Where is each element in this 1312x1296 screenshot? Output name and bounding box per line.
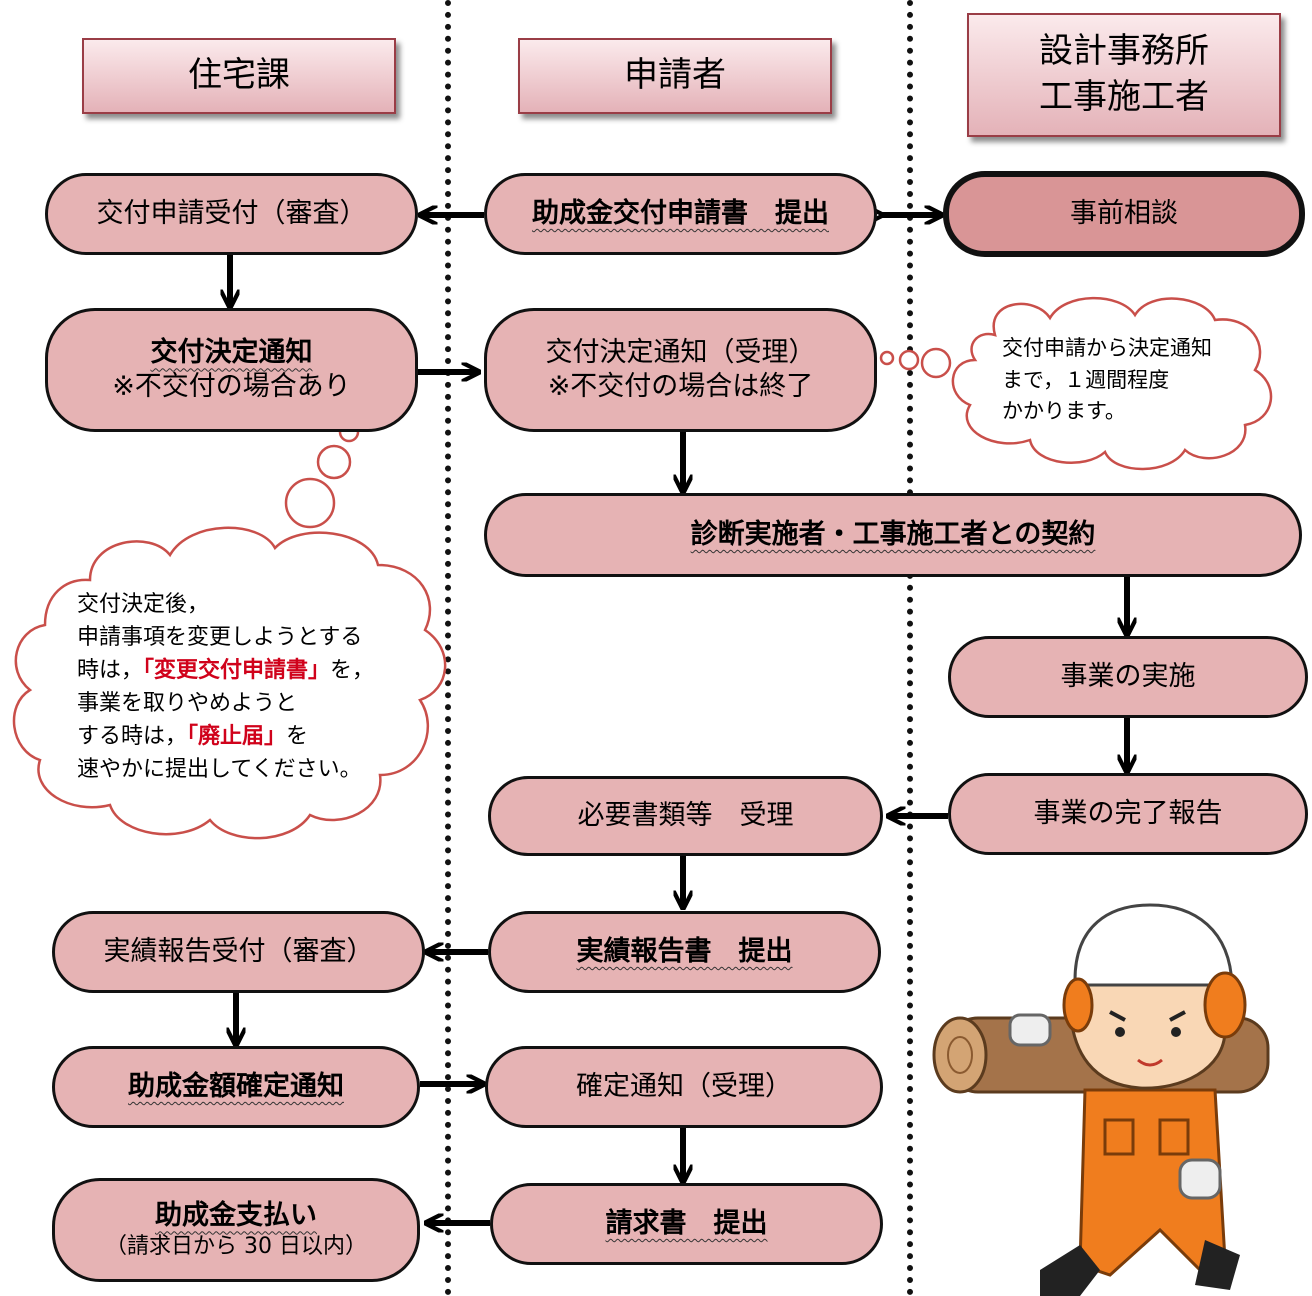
node-invoice-submit: 請求書 提出: [490, 1183, 883, 1265]
duration-note-line2: まで，１週間程度: [1002, 367, 1170, 392]
changes-note-line3: 時は，「変更交付申請書」を，: [77, 654, 374, 687]
node-results-report-submit: 実績報告書 提出: [488, 911, 881, 993]
changes-note-line5-pre: する時は，: [77, 724, 188, 749]
node-results-report-submit-label: 実績報告書 提出: [576, 936, 793, 968]
node-amount-decision-label: 助成金額確定通知: [128, 1071, 344, 1103]
node-prior-consultation: 事前相談: [943, 171, 1305, 257]
node-docs-receipt: 必要書類等 受理: [488, 776, 883, 856]
node-grant-application-receipt-label: 交付申請受付（審査）: [96, 198, 367, 230]
abolition-notice-emphasis: 「廃止届」: [187, 724, 287, 749]
changes-note-line2: 申請事項を変更しようとする: [77, 625, 363, 650]
node-grant-decision-label: 交付決定通知: [150, 337, 313, 369]
duration-note-text: 交付申請から決定通知 まで，１週間程度 かかります。: [1002, 333, 1212, 428]
changes-note-line3-post: を，: [330, 658, 375, 683]
header-housing-label: 住宅課: [188, 55, 290, 96]
node-completion-report-label: 事業の完了報告: [1033, 798, 1223, 830]
node-grant-decision-note: ※不交付の場合あり: [112, 371, 351, 402]
lane-divider-right: [907, 0, 913, 1296]
change-application-form-emphasis: 「変更交付申請書」: [143, 658, 331, 683]
header-housing-division: 住宅課: [82, 38, 396, 114]
node-grant-application-receipt: 交付申請受付（審査）: [45, 173, 418, 255]
node-grant-application-submit: 助成金交付申請書 提出: [484, 173, 877, 255]
node-results-report-receipt: 実績報告受付（審査）: [52, 911, 425, 993]
node-decision-receipt-note: ※不交付の場合は終了: [547, 371, 814, 402]
node-amount-receipt-label: 確定通知（受理）: [576, 1071, 792, 1103]
node-prior-consultation-label: 事前相談: [1070, 198, 1178, 230]
header-designer-line2: 工事施工者: [1039, 77, 1209, 117]
header-designer-line1: 設計事務所: [1039, 31, 1209, 72]
changes-note-text: 交付決定後， 申請事項を変更しようとする 時は，「変更交付申請書」を， 事業を取…: [77, 588, 374, 786]
changes-note-line3-pre: 時は，: [77, 658, 144, 683]
node-decision-receipt-label: 交付決定通知（受理）: [545, 337, 816, 369]
duration-note-line1: 交付申請から決定通知: [1002, 336, 1212, 360]
node-completion-report: 事業の完了報告: [948, 773, 1308, 855]
lane-divider-left: [445, 0, 451, 1296]
node-grant-decision-notice: 交付決定通知 ※不交付の場合あり: [45, 308, 418, 432]
header-designer-contractor: 設計事務所 工事施工者: [967, 13, 1281, 137]
node-project-execution: 事業の実施: [948, 636, 1308, 718]
node-amount-decision-notice: 助成金額確定通知: [52, 1046, 420, 1128]
header-applicant: 申請者: [518, 38, 832, 114]
node-contract-label: 診断実施者・工事施工者との契約: [690, 519, 1096, 551]
changes-note-line4: 事業を取りやめようと: [77, 691, 298, 716]
node-project-execution-label: 事業の実施: [1060, 661, 1196, 693]
node-grant-payment-note: （請求日から 30 日以内）: [105, 1234, 367, 1260]
changes-note-bubble: [12, 421, 447, 840]
changes-note-line5: する時は，「廃止届」を: [77, 720, 374, 753]
duration-note-bubble: [879, 296, 1273, 471]
changes-note-line5-post: を: [286, 724, 309, 749]
node-grant-payment-label: 助成金支払い: [155, 1200, 317, 1232]
node-amount-receipt: 確定通知（受理）: [485, 1046, 883, 1128]
node-invoice-submit-label: 請求書 提出: [605, 1208, 768, 1240]
worker-illustration-icon: [932, 903, 1270, 1296]
header-applicant-label: 申請者: [624, 55, 726, 96]
changes-note-line1: 交付決定後，: [77, 592, 210, 617]
changes-note-line6: 速やかに提出してください。: [77, 757, 362, 782]
node-grant-application-submit-label: 助成金交付申請書 提出: [532, 198, 829, 230]
duration-note-line3: かかります。: [1002, 399, 1126, 423]
node-contract: 診断実施者・工事施工者との契約: [484, 493, 1302, 577]
node-docs-receipt-label: 必要書類等 受理: [577, 800, 794, 832]
node-grant-payment: 助成金支払い （請求日から 30 日以内）: [52, 1178, 420, 1282]
node-results-report-receipt-label: 実績報告受付（審査）: [103, 936, 374, 968]
node-decision-receipt: 交付決定通知（受理） ※不交付の場合は終了: [484, 308, 877, 432]
